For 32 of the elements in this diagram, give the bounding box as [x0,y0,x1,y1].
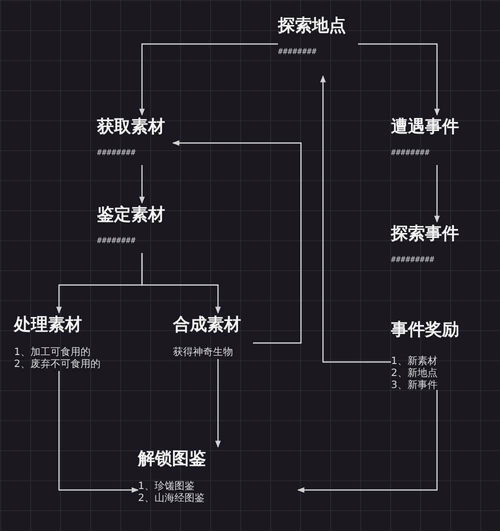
arrow [320,75,391,363]
placeholder-text: ######### [391,254,434,266]
step-title: 处理素材 [14,314,82,337]
arrow [58,371,139,493]
list-item: 1、珍馐图鉴 [138,481,194,492]
step-title: 探索事件 [391,223,459,246]
placeholder-text: ######## [97,235,136,247]
step-title: 鉴定素材 [97,204,165,227]
step-title: 合成素材 [173,314,241,337]
list-item: 2、新地点 [391,368,438,380]
arrow [434,165,440,223]
placeholder-text: ######## [391,147,430,159]
list-item: 获得神奇生物 [173,347,233,359]
arrow [141,253,221,314]
placeholder-text: ######## [278,46,317,58]
step-title: 探索地点 [278,15,346,38]
list-item: 1、新素材 [391,356,438,368]
step-title: 遭遇事件 [391,116,459,139]
arrow [172,140,302,344]
list-item: 2、山海经图鉴 [138,493,204,505]
step-title: 获取素材 [97,116,165,139]
list-item: 2、废弃不可食用的 [14,359,100,371]
arrow [139,43,278,116]
arrow [358,43,440,116]
list-item: 3、新事件 [391,380,438,392]
arrow [297,390,438,493]
step-title: 事件奖励 [391,319,459,342]
placeholder-text: ######## [97,147,136,159]
step-title: 解锁图鉴 [138,448,206,471]
arrow [139,165,145,204]
arrow [215,359,221,448]
list-item: 1、加工可食用的 [14,347,90,358]
